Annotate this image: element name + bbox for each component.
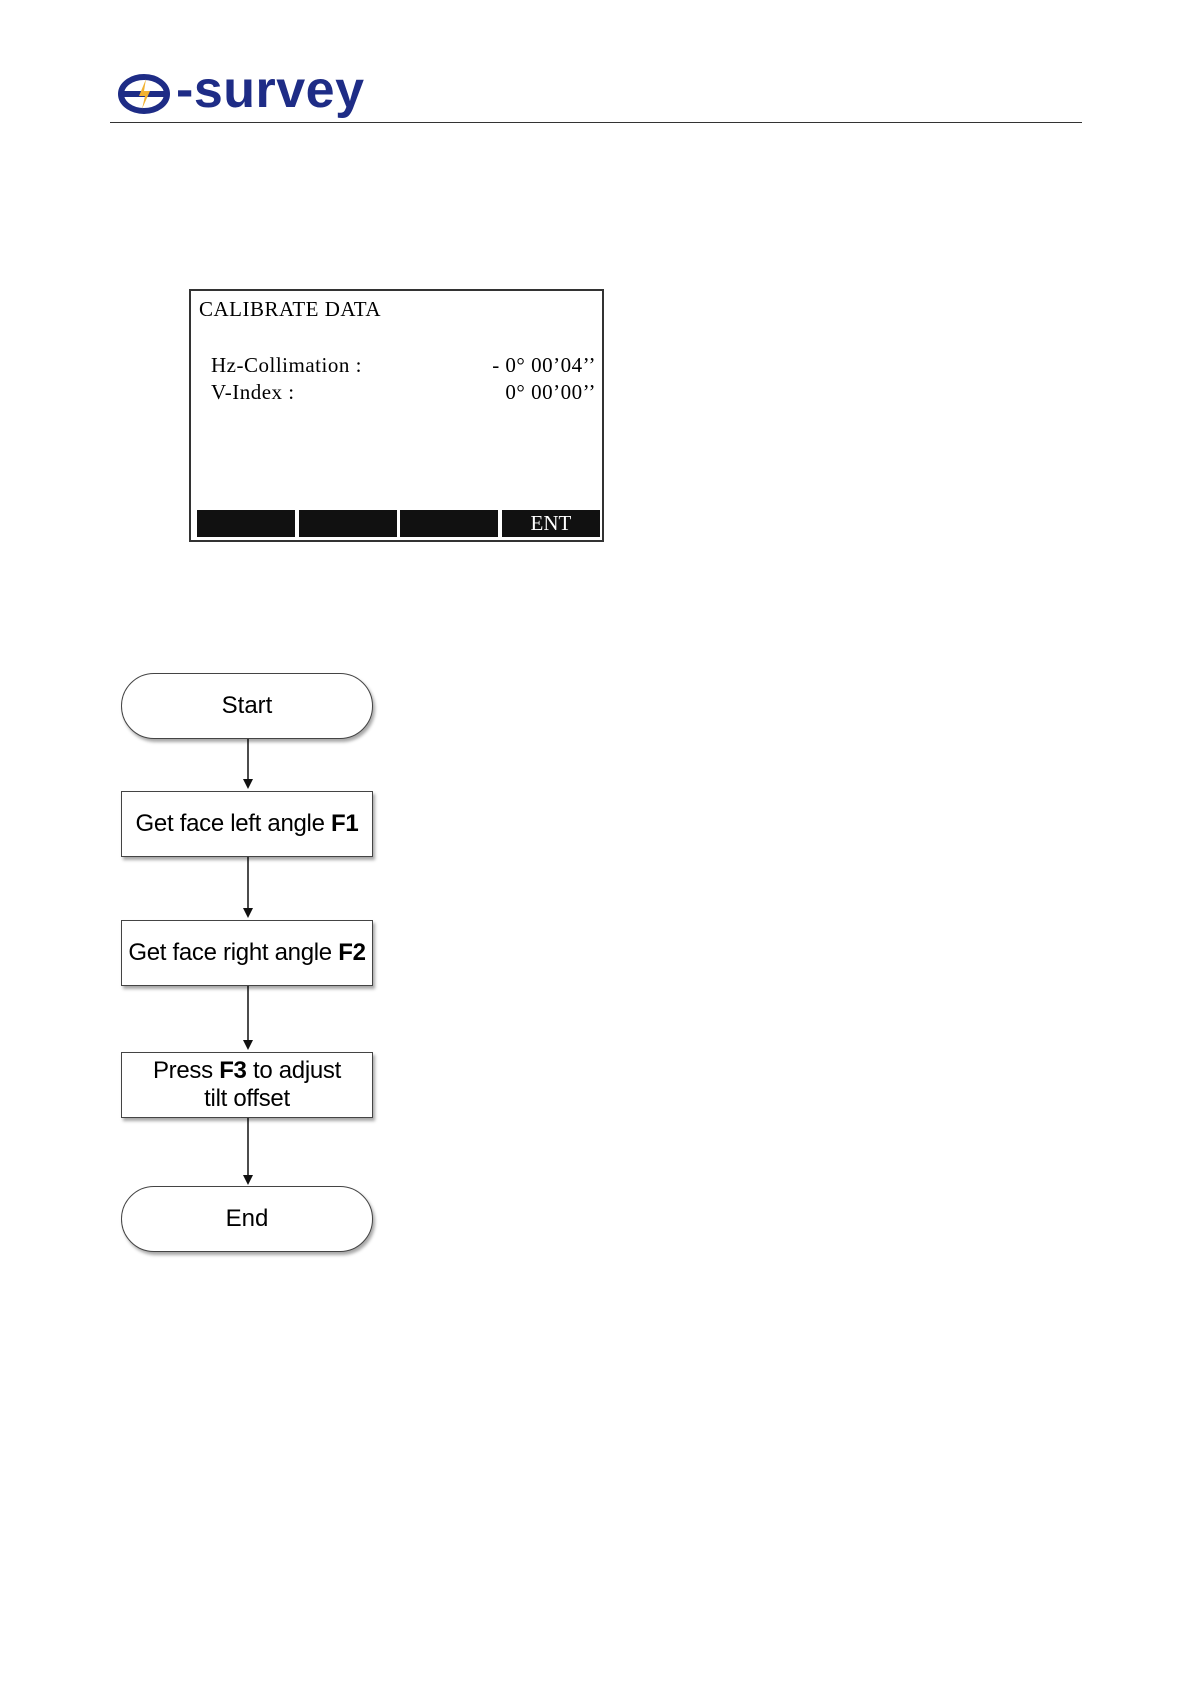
flow-start: Start	[121, 673, 373, 739]
flow-step-face-left-text: Get face left angle F1	[136, 810, 359, 838]
flow-end: End	[121, 1186, 373, 1252]
flow-step-face-right-text: Get face right angle F2	[128, 939, 365, 967]
flow-step-face-right: Get face right angle F2	[121, 920, 373, 986]
flow-step-face-left: Get face left angle F1	[121, 791, 373, 857]
